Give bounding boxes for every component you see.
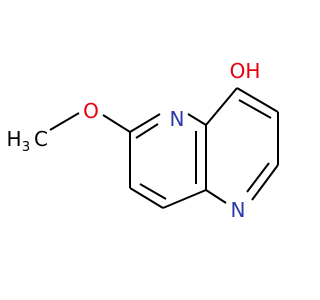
bond-c4-c3-inner [238, 99, 272, 119]
bond-o-ch3 [49, 112, 80, 131]
bond-c2-n1-inner [246, 162, 270, 193]
bond-n5-c6 [129, 113, 161, 133]
bonds [49, 87, 279, 209]
atom-labels: OH N N O H 3 C [6, 59, 260, 222]
nitrogen-bottom-label: N [231, 198, 246, 222]
bond-c2-n1 [251, 164, 279, 201]
methyl-subscript-label: 3 [22, 140, 30, 155]
molecule-drawing: OH N N O H 3 C [6, 59, 279, 222]
methoxy-oxygen-label: O [83, 99, 99, 123]
bond-c4-c3 [236, 87, 279, 113]
nitrogen-top-label: N [170, 107, 185, 131]
bond-n1-c8a [205, 189, 227, 204]
methyl-c-label: C [34, 127, 48, 151]
bond-c7-c8 [129, 187, 164, 209]
methyl-h-label: H [6, 127, 21, 151]
bond-c7-c8-inner [139, 183, 167, 200]
bond-c4a-n5 [187, 113, 207, 126]
bond-n5-c6-inner [135, 123, 159, 139]
bond-c8-c8a [162, 189, 207, 209]
hydroxyl-label: OH [230, 59, 261, 83]
bond-c6-o [102, 114, 131, 133]
structure-canvas: OH N N O H 3 C [6, 59, 279, 222]
bond-c4-c4a [205, 87, 238, 126]
